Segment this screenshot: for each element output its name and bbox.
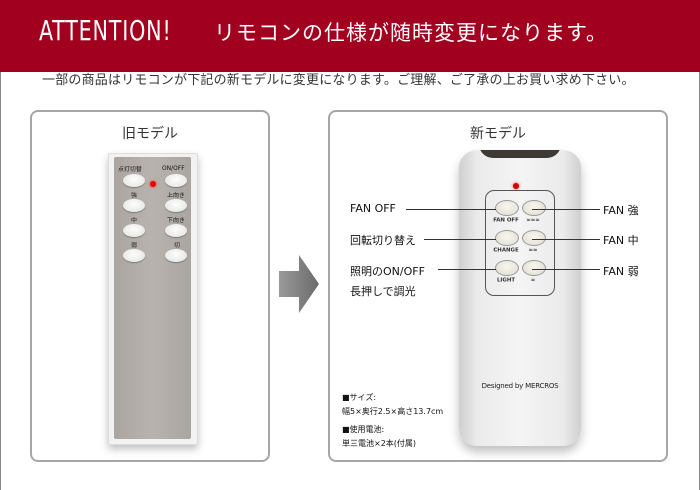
callout-fan-low: FAN 弱 (603, 265, 639, 278)
new-button-speed-high (522, 200, 546, 216)
old-label-weak: 弱 (131, 241, 137, 249)
new-label-speed-high: ≈≈≈ (526, 217, 540, 224)
new-label-light: LIGHT (496, 277, 516, 284)
spec-size-heading: ■サイズ: (342, 393, 377, 402)
new-led-indicator (513, 183, 519, 189)
old-label-down: 下向き (167, 216, 185, 224)
callout-light-dim: 長押しで調光 (350, 285, 416, 298)
leader-line-rotation (424, 239, 496, 240)
old-label-onoff: ON/OFF (162, 165, 185, 172)
ir-emitter-window (479, 150, 561, 158)
callout-fan-off: FAN OFF (350, 202, 396, 215)
old-button-down (165, 224, 187, 237)
old-label-up: 上向き (167, 191, 185, 199)
new-button-change (495, 230, 519, 246)
attention-label: ATTENTION! (39, 14, 172, 47)
new-button-speed-mid (522, 230, 546, 246)
new-button-fan-off (495, 200, 519, 216)
spec-battery-value: 単三電池×2本(付属) (342, 439, 417, 448)
attention-message: リモコンの仕様が随時変更になります。 (214, 21, 608, 45)
attention-banner: ATTENTION! リモコンの仕様が随時変更になります。 (0, 0, 700, 72)
old-led-indicator (150, 181, 156, 187)
callout-fan-high: FAN 強 (603, 204, 639, 217)
new-button-speed-low (522, 260, 546, 276)
new-button-light (495, 260, 519, 276)
new-button-panel: FAN OFF ≈≈≈ CHANGE ≈≈ LIGHT ≈ (485, 190, 555, 296)
brand-label: Designed by MERCROS (481, 382, 559, 390)
old-button-onoff (165, 174, 187, 187)
old-label-medium: 中 (131, 216, 137, 224)
old-model-panel: 旧モデル 点灯切替 ON/OFF 強 上向き 中 下向き 弱 切 (30, 110, 270, 462)
old-button-light-switch (123, 174, 145, 187)
notice-text: 一部の商品はリモコンが下記の新モデルに変更になります。ご理解、ご了承の上お買い求… (42, 73, 635, 88)
leader-line-high (532, 209, 600, 210)
new-label-speed-low: ≈ (530, 277, 536, 284)
spec-battery-heading: ■使用電池: (342, 425, 385, 434)
leader-line-mid (532, 239, 600, 240)
callout-rotation: 回転切り替え (350, 234, 416, 247)
old-button-strong (123, 199, 145, 212)
callout-light-onoff: 照明のON/OFF (350, 265, 425, 278)
new-remote-image: FAN OFF ≈≈≈ CHANGE ≈≈ LIGHT ≈ Designed b… (459, 150, 581, 446)
old-label-off: 切 (174, 241, 180, 249)
right-arrow-icon (279, 255, 319, 313)
old-button-medium (123, 224, 145, 237)
new-label-fan-off: FAN OFF (493, 217, 519, 224)
callout-fan-mid: FAN 中 (603, 234, 639, 247)
old-label-light-switch: 点灯切替 (118, 165, 142, 173)
old-button-up (165, 199, 187, 212)
new-model-panel: 新モデル FAN OFF ≈≈≈ CHANGE ≈≈ LIGHT ≈ Desig… (328, 110, 668, 462)
leader-line-fan-off (406, 209, 496, 210)
new-label-change: CHANGE (493, 247, 519, 254)
old-button-off (165, 249, 187, 262)
new-model-title: 新モデル (470, 126, 526, 142)
leader-line-low (532, 269, 600, 270)
spec-size-value: 幅5×奥行2.5×高さ13.7cm (342, 407, 444, 416)
old-label-strong: 強 (131, 191, 137, 199)
old-button-weak (123, 249, 145, 262)
old-remote-image: 点灯切替 ON/OFF 強 上向き 中 下向き 弱 切 (108, 153, 198, 445)
old-model-title: 旧モデル (122, 126, 178, 142)
old-remote-face: 点灯切替 ON/OFF 強 上向き 中 下向き 弱 切 (114, 157, 191, 439)
leader-line-light (438, 269, 496, 270)
new-label-speed-mid: ≈≈ (528, 247, 538, 254)
